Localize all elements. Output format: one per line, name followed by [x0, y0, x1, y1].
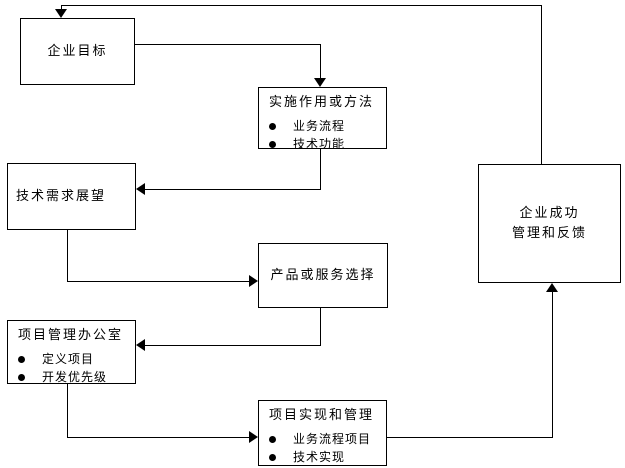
node-project-implementation-management: 项目实现和管理 业务流程项目 技术实现 [258, 400, 387, 466]
bullet-dot-icon [269, 122, 276, 130]
node-title: 企业目标 [47, 43, 108, 59]
list-item-label: 技术功能 [293, 137, 346, 149]
node-tech-requirements-outlook: 技术需求展望 [7, 163, 136, 230]
connector-impl-to-success-vertical [552, 291, 553, 438]
node-title: 企业成功 [519, 205, 580, 221]
bullet-dot-icon [18, 373, 25, 381]
node-title: 管理和反馈 [511, 225, 587, 241]
connector-goals-to-methods-vertical [320, 44, 321, 79]
bullet-dot-icon [269, 140, 276, 148]
arrowhead-right-into-project-implementation [249, 431, 258, 443]
arrowhead-down-into-enterprise-goals [55, 9, 67, 18]
node-title: 项目实现和管理 [269, 408, 375, 423]
connector-methods-to-tech-vertical [320, 148, 321, 190]
connector-success-to-goals-horizontal [61, 5, 542, 6]
connector-pmo-to-impl-horizontal [67, 437, 249, 438]
list-item: 定义项目 [8, 352, 135, 366]
list-item-label: 定义项目 [42, 352, 95, 366]
arrowhead-left-into-tech-requirements [136, 183, 145, 195]
list-item-label: 技术实现 [293, 450, 346, 464]
bullet-dot-icon [269, 435, 276, 443]
connector-impl-to-success-horizontal [386, 437, 553, 438]
bullet-dot-icon [18, 355, 25, 363]
node-pmo: 项目管理办公室 定义项目 开发优先级 [7, 320, 136, 384]
arrowhead-down-into-implementation-methods [314, 78, 326, 87]
bullet-dot-icon [269, 453, 276, 461]
node-enterprise-goals: 企业目标 [20, 18, 135, 85]
connector-tech-to-product-horizontal [67, 281, 249, 282]
connector-success-to-goals-stub [61, 5, 62, 11]
list-item: 业务流程 [259, 119, 386, 133]
list-item-label: 业务流程 [293, 119, 346, 133]
connector-product-to-pmo-horizontal [145, 345, 321, 346]
node-title: 产品或服务选择 [270, 267, 376, 283]
list-item: 业务流程项目 [259, 432, 386, 446]
node-title: 项目管理办公室 [18, 328, 124, 343]
node-title: 技术需求展望 [16, 188, 107, 204]
connector-tech-to-product-vertical [67, 229, 68, 282]
arrowhead-right-into-product-selection [249, 275, 258, 287]
list-item: 技术功能 [259, 137, 386, 149]
arrowhead-up-into-enterprise-success [546, 283, 558, 292]
list-item-label: 业务流程项目 [293, 432, 372, 446]
node-implementation-methods: 实施作用或方法 业务流程 技术功能 [258, 87, 387, 149]
node-title: 实施作用或方法 [269, 95, 375, 110]
connector-success-to-goals-vertical [541, 5, 542, 164]
connector-methods-to-tech-horizontal [144, 189, 321, 190]
list-item: 开发优先级 [8, 370, 135, 384]
node-product-service-selection: 产品或服务选择 [258, 243, 388, 308]
node-enterprise-success-management-feedback: 企业成功 管理和反馈 [478, 164, 621, 283]
connector-product-to-pmo-vertical [320, 307, 321, 346]
list-item-label: 开发优先级 [42, 370, 108, 384]
arrowhead-left-into-pmo [136, 339, 145, 351]
list-item: 技术实现 [259, 450, 386, 464]
connector-goals-to-methods-horizontal [134, 44, 321, 45]
connector-pmo-to-impl-vertical [67, 383, 68, 438]
